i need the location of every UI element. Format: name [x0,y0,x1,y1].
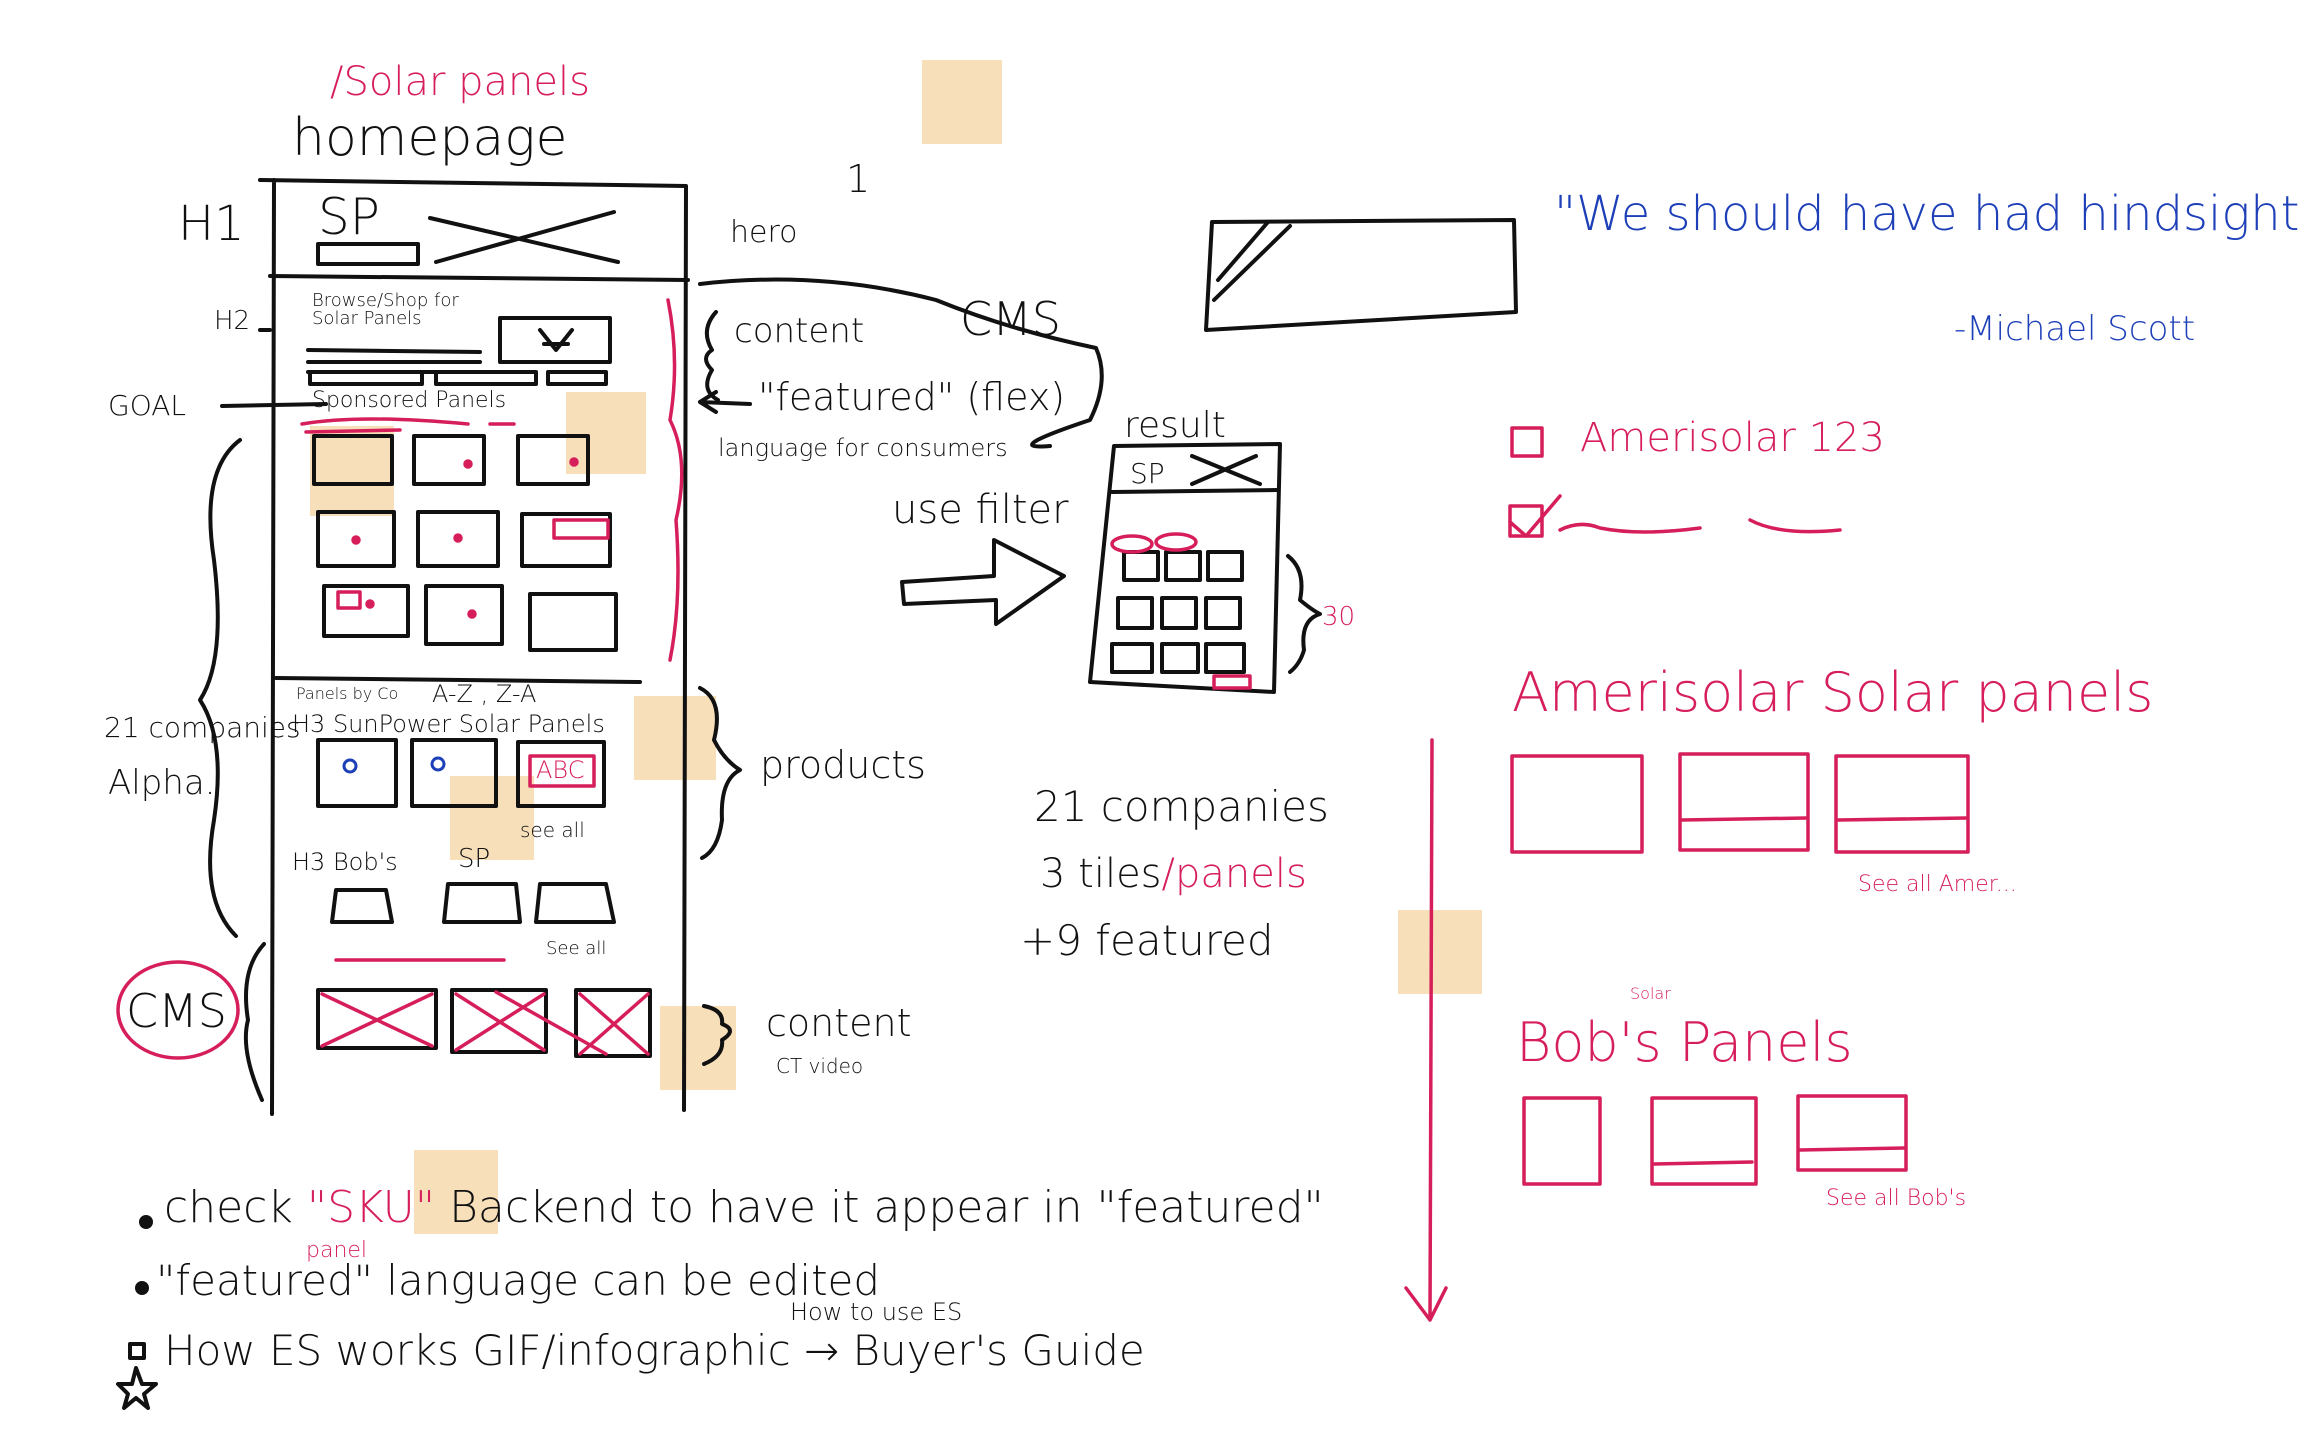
path-label: /Solar panels [330,59,590,105]
stats-tiles-prefix: 3 tiles [1040,851,1162,897]
h1-label: H1 [178,196,245,252]
sticky-note [414,1150,498,1234]
cms-label: CMS [960,292,1062,346]
sticky-note [922,60,1002,144]
note-panel: panel [306,1238,368,1263]
language-note: language for consumers [718,434,1008,462]
h3-sunpower: H3 SunPower Solar Panels [292,710,605,738]
page-title: homepage [292,108,568,168]
result-label: result [1124,405,1226,446]
stats-featured: +9 featured [1020,916,1274,965]
goal-label: GOAL [108,389,186,422]
sticky-note [634,696,716,780]
stats-tiles-suffix: /panels [1161,851,1307,897]
result-logo: SP [1130,457,1165,490]
sticky-note [310,426,394,516]
note-line-1-b: Backend to have it appear in "featured" [449,1182,1324,1233]
see-all-1: see all [520,818,585,842]
thirty-label: 30 [1322,602,1356,632]
bobs-heading: Bob's Panels [1516,1011,1853,1074]
note-line-2: "featured" language can be edited [156,1256,881,1305]
stats-companies: 21 companies [1034,782,1329,831]
featured-label: "featured" (flex) [758,375,1066,419]
content-label-2: content [766,1001,912,1045]
cms-circle-label: CMS [126,984,228,1038]
amerisolar-heading: Amerisolar Solar panels [1512,661,2154,724]
abc-label: ABC [536,756,585,784]
sticky-note [566,392,646,474]
solar-small-label: Solar [1630,984,1671,1003]
stats-tiles: 3 tiles/panels [1040,854,1307,894]
products-label: products [760,743,926,787]
quote-text: "We should have had hindsight." [1554,186,2300,242]
checkbox-label-1: Amerisolar 123 [1580,415,1885,461]
page-number: 1 [846,157,871,201]
alpha-note: Alpha. [108,763,216,803]
hero-note: hero [730,215,798,250]
content-label-1: content [734,311,865,351]
use-filter-label: use filter [892,487,1069,533]
note-line-1: check "SKU" Backend to have it appear in… [164,1186,1324,1230]
see-all-2: See all [546,938,607,959]
note-sku: "SKU" [306,1182,436,1233]
panels-by-co: Panels by Co [296,684,399,703]
note-line-1-a: check [164,1182,293,1233]
ct-video-label: CT video [776,1054,864,1078]
amerisolar-see-all: See all Amer... [1858,872,2017,897]
note-line-3-sub: How to use ES [790,1298,963,1326]
sort-text: A-Z , Z-A [432,680,537,708]
note-line-3: How ES works GIF/infographic → Buyer's G… [164,1326,1145,1375]
companies-note: 21 companies [104,711,301,744]
quote-author: -Michael Scott [1954,309,2196,349]
sp-small: SP [458,844,491,874]
h2-label: H2 [214,306,251,336]
bobs-see-all: See all Bob's [1826,1186,1967,1211]
browse-text: Browse/Shop for Solar Panels [312,290,459,329]
sponsored-text: Sponsored Panels [312,388,507,413]
h3-bobs: H3 Bob's [292,848,398,876]
hero-logo: SP [318,188,380,246]
sticky-note [1398,910,1482,994]
